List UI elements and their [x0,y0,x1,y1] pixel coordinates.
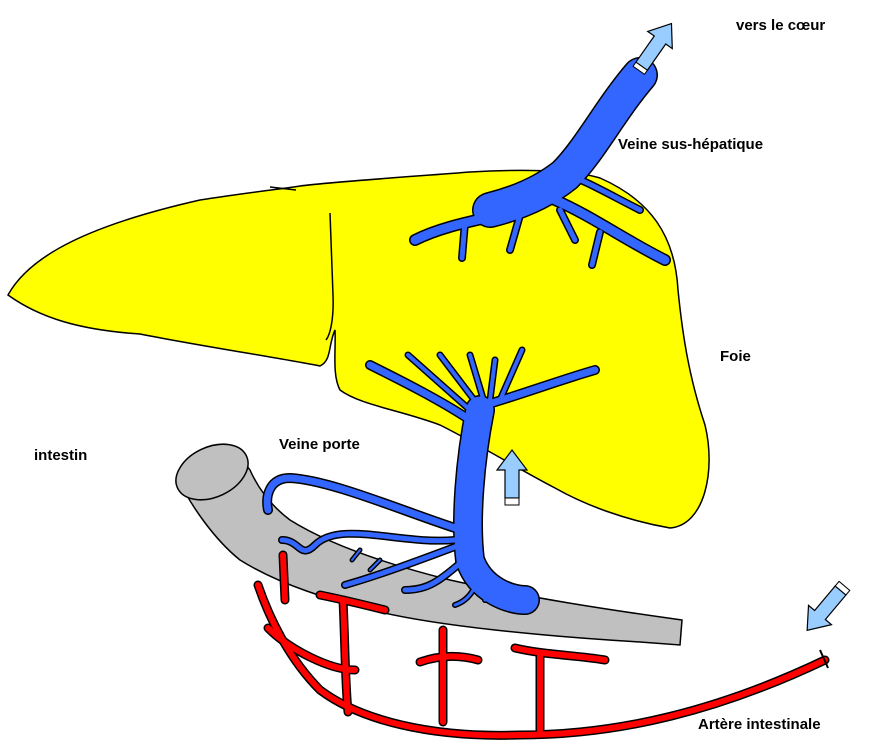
intestine-label: intestin [34,447,87,464]
artery-label: Artère intestinale [698,716,821,733]
portal-vein-label: Veine porte [279,436,360,453]
liver-label: Foie [720,348,751,365]
heart-label: vers le cœur [736,17,825,34]
arrow-artery-flow-icon [796,576,856,640]
hepatic-vein-label: Veine sus-hépatique [618,136,763,153]
